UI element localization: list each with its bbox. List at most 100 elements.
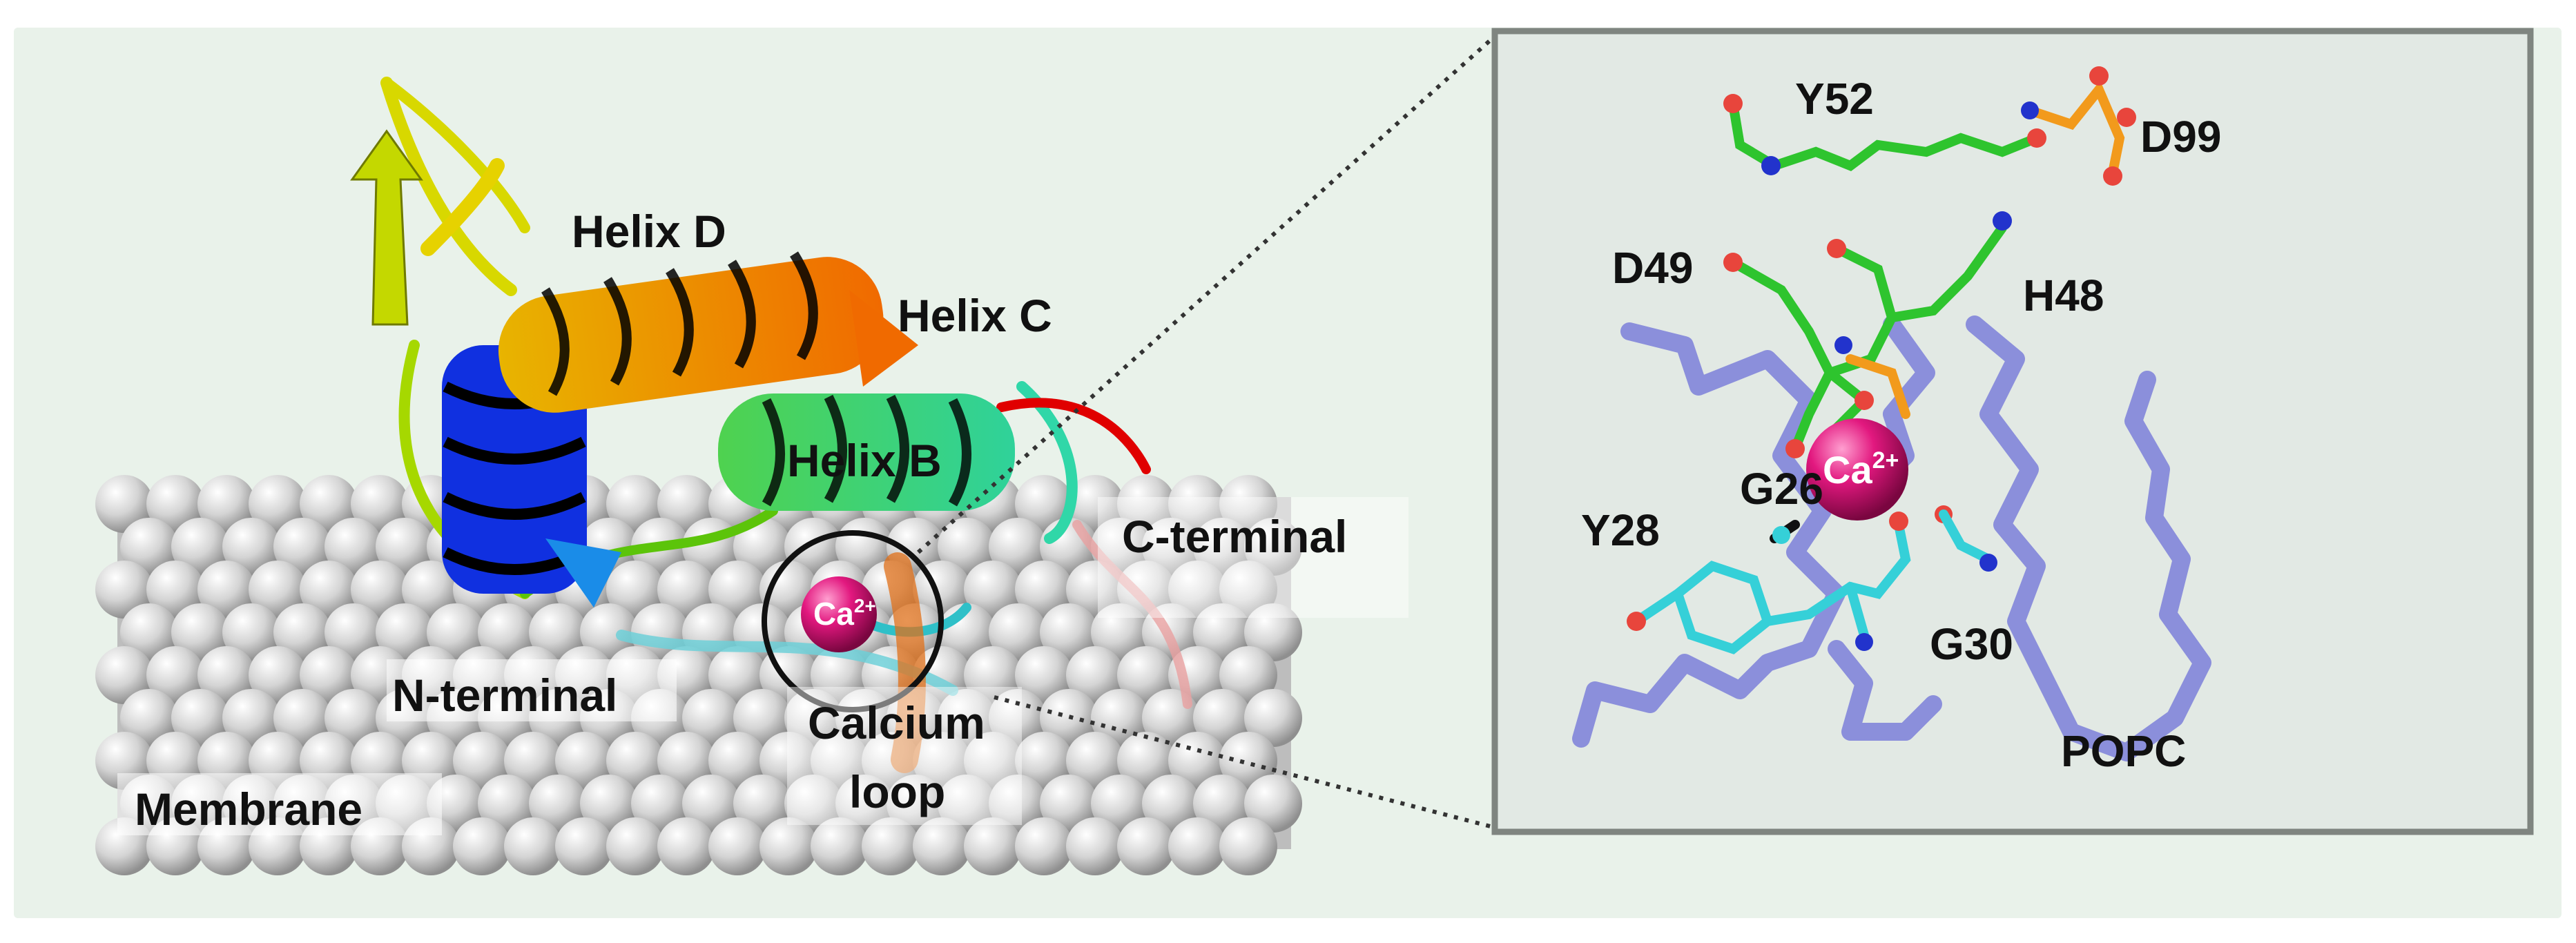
membrane-sphere: [964, 646, 1022, 704]
calcium-loop-circle: [762, 530, 944, 712]
membrane-sphere: [120, 603, 178, 661]
calcium-loop-label: Calcium: [808, 697, 985, 748]
membrane-sphere: [222, 518, 280, 576]
membrane-sphere: [1066, 646, 1124, 704]
membrane-sphere: [1142, 518, 1200, 576]
membrane-sphere: [325, 689, 382, 747]
membrane-sphere: [657, 475, 715, 533]
calcium-ion-label-left: Ca2+: [813, 595, 876, 632]
membrane-sphere: [606, 475, 664, 533]
membrane-sphere: [989, 518, 1047, 576]
membrane-sphere: [453, 732, 511, 790]
membrane-sphere: [325, 518, 382, 576]
helix-c-label: Helix C: [898, 290, 1052, 341]
c-terminal-label: C-terminal: [1122, 511, 1347, 562]
membrane-sphere: [300, 561, 358, 619]
membrane-sphere: [1219, 475, 1277, 533]
left-panel: Ca2+ Helix D Helix C Helix B C-terminal …: [95, 77, 1408, 875]
zoom-box: [1491, 28, 2534, 835]
membrane-sphere: [657, 817, 715, 875]
membrane-sphere: [249, 561, 307, 619]
membrane-sphere: [784, 518, 842, 576]
membrane-sphere: [631, 775, 689, 833]
membrane-sphere: [376, 518, 434, 576]
membrane-sphere: [1244, 775, 1302, 833]
membrane-sphere: [197, 475, 255, 533]
residue-d49-h48: [1723, 211, 2012, 458]
membrane-sphere: [273, 518, 331, 576]
membrane-sphere: [682, 689, 740, 747]
membrane-sphere: [325, 603, 382, 661]
residue-d99: [2021, 66, 2136, 186]
membrane-sphere: [1193, 603, 1251, 661]
membrane-sphere: [759, 732, 817, 790]
membrane-sphere: [580, 603, 638, 661]
helix-d-label: Helix D: [572, 206, 726, 257]
membrane-sphere: [1244, 603, 1302, 661]
g26-label: G26: [1740, 464, 1823, 514]
residue-y52: [1723, 94, 2046, 175]
membrane-sphere: [989, 775, 1047, 833]
membrane-sphere: [1015, 817, 1073, 875]
membrane-sphere: [708, 817, 766, 875]
membrane-sphere: [351, 475, 409, 533]
membrane-sphere: [811, 817, 869, 875]
membrane-sphere: [708, 646, 766, 704]
membrane-sphere: [300, 475, 358, 533]
membrane-sphere: [95, 561, 153, 619]
membrane-sphere: [733, 518, 791, 576]
membrane-sphere: [1066, 732, 1124, 790]
membrane-sphere: [606, 732, 664, 790]
right-panel: Ca2+ Y52 D99 D49 H48 G26 Y28 G30 POPC: [1491, 28, 2534, 835]
membrane-sphere: [249, 475, 307, 533]
popc-label: POPC: [2061, 726, 2186, 776]
membrane-sphere: [171, 689, 229, 747]
membrane-sphere: [811, 732, 869, 790]
membrane-sphere: [989, 603, 1047, 661]
membrane-sphere: [1168, 561, 1226, 619]
membrane-sphere: [478, 603, 536, 661]
membrane-label: Membrane: [135, 784, 362, 835]
membrane-sphere: [1193, 689, 1251, 747]
helix-b: [718, 393, 1015, 511]
membrane-sphere: [913, 817, 971, 875]
membrane-sphere: [197, 561, 255, 619]
membrane-sphere: [708, 561, 766, 619]
membrane-sphere: [1066, 817, 1124, 875]
membrane-sphere: [1117, 817, 1175, 875]
membrane-sphere: [1015, 732, 1073, 790]
membrane-sphere: [529, 775, 587, 833]
membrane-sphere: [1219, 817, 1277, 875]
membrane-sphere: [249, 646, 307, 704]
membrane-sphere: [1219, 561, 1277, 619]
residue-y28: [1627, 505, 1997, 654]
membrane-sphere: [504, 817, 562, 875]
membrane-sphere: [478, 775, 536, 833]
calcium-ion-right: [1806, 418, 1908, 521]
membrane-sphere: [95, 475, 153, 533]
membrane-sphere: [376, 603, 434, 661]
membrane-sphere: [1066, 561, 1124, 619]
helix-b-label: Helix B: [787, 435, 942, 486]
n-terminal-label: N-terminal: [392, 670, 617, 721]
membrane-sphere: [1117, 561, 1175, 619]
membrane-sphere: [938, 518, 996, 576]
calcium-ion-left: [801, 576, 877, 652]
membrane-sphere: [1219, 732, 1277, 790]
popc-lipid: [1572, 315, 2211, 761]
membrane-sphere: [197, 646, 255, 704]
membrane-sphere: [95, 646, 153, 704]
membrane-sphere: [1142, 775, 1200, 833]
membrane-sphere: [1015, 646, 1073, 704]
membrane-sphere: [1168, 732, 1226, 790]
membrane-sphere: [453, 817, 511, 875]
membrane-sphere: [862, 817, 920, 875]
membrane-sphere: [1091, 775, 1149, 833]
membrane-sphere: [1219, 646, 1277, 704]
membrane-sphere: [657, 732, 715, 790]
membrane-sphere: [964, 732, 1022, 790]
membrane-sphere: [1168, 817, 1226, 875]
membrane-sphere: [120, 518, 178, 576]
membrane-sphere: [120, 689, 178, 747]
membrane-sphere: [222, 603, 280, 661]
